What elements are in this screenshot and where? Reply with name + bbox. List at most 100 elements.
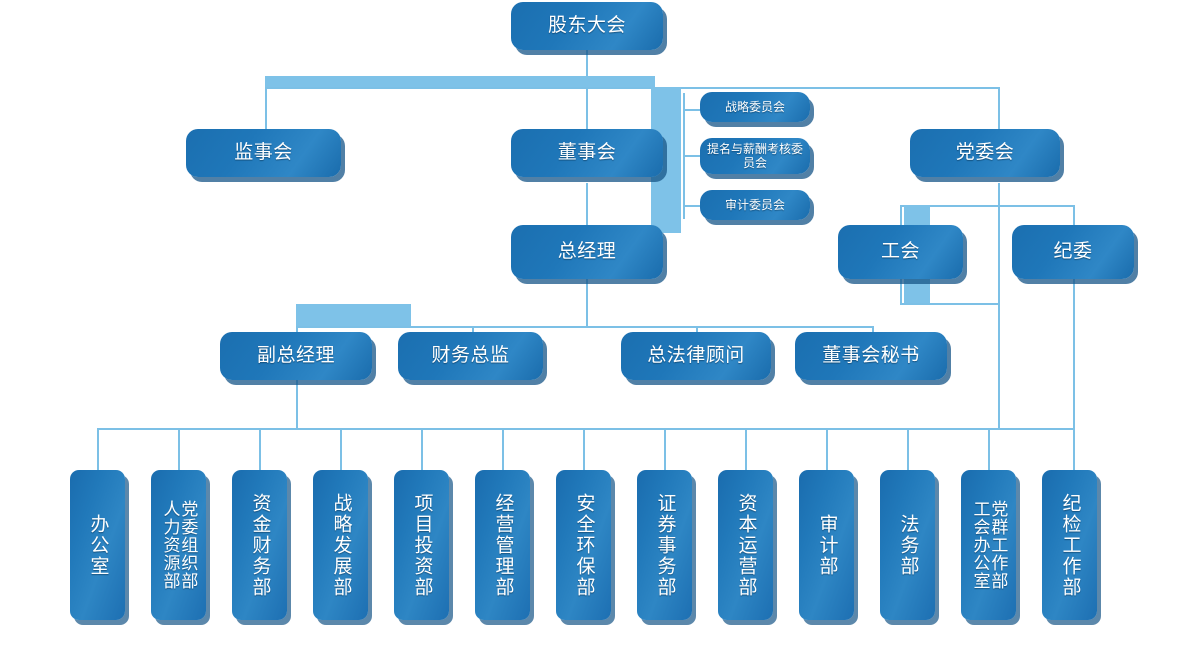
- department-label-wrap: 党委组织部人力资源部: [151, 470, 206, 620]
- node-department-operation-management[interactable]: 经营管理部: [475, 470, 530, 620]
- node-department-party-union-office[interactable]: 党群工作部工会办公室: [961, 470, 1016, 620]
- connector-riser-dept-5: [421, 428, 423, 470]
- node-cfo[interactable]: 财务总监: [398, 332, 543, 380]
- node-label: 董事会: [557, 141, 617, 163]
- connector-riser-dept-4: [340, 428, 342, 470]
- department-label-line: 经营管理部: [492, 492, 514, 598]
- node-label: 审计委员会: [724, 197, 785, 212]
- department-label-wrap: 党群工作部工会办公室: [961, 470, 1016, 620]
- connector-shareholders-stem: [586, 50, 588, 82]
- node-department-audit[interactable]: 审计部: [799, 470, 854, 620]
- connector-stub-nomination: [683, 155, 700, 157]
- department-label-line: 工会办公室: [970, 500, 990, 590]
- node-deputy-general-manager[interactable]: 副总经理: [220, 332, 372, 380]
- node-department-project-investment[interactable]: 项目投资部: [394, 470, 449, 620]
- connector-party-committee-down: [998, 183, 1000, 428]
- department-label-line: 办公室: [87, 513, 109, 577]
- connector-riser-dept-3: [259, 428, 261, 470]
- node-label: 党委会: [955, 141, 1015, 163]
- node-label: 董事会秘书: [822, 344, 920, 366]
- department-label-line: 资金财务部: [249, 492, 271, 598]
- department-label-line: 纪检工作部: [1059, 492, 1081, 598]
- node-board-secretary[interactable]: 董事会秘书: [795, 332, 947, 380]
- department-label-line: 资本运营部: [735, 492, 757, 598]
- node-strategy-committee[interactable]: 战略委员会: [700, 92, 810, 122]
- node-party-committee[interactable]: 党委会: [910, 129, 1060, 177]
- node-nomination-remuneration-committee[interactable]: 提名与薪酬考核委员会: [700, 138, 810, 174]
- node-audit-committee[interactable]: 审计委员会: [700, 190, 810, 220]
- node-department-safety-environment[interactable]: 安全环保部: [556, 470, 611, 620]
- connector-board-to-gm: [586, 183, 588, 225]
- node-label: 副总经理: [256, 344, 335, 366]
- department-label-wrap: 安全环保部: [556, 470, 611, 620]
- connector-riser-dept-2: [178, 428, 180, 470]
- department-label-wrap: 战略发展部: [313, 470, 368, 620]
- connector-riser-dept-10: [826, 428, 828, 470]
- connector-drop-supervisory: [265, 87, 267, 129]
- node-department-securities-affairs[interactable]: 证券事务部: [637, 470, 692, 620]
- connector-bus-departments: [97, 428, 1073, 430]
- connector-discipline-to-dept: [1073, 279, 1075, 470]
- node-label: 工会: [880, 240, 920, 262]
- department-label-line: 安全环保部: [573, 492, 595, 598]
- department-label-wrap: 经营管理部: [475, 470, 530, 620]
- connector-stub-strategy: [683, 109, 700, 111]
- connector-bus-level1: [265, 87, 1000, 89]
- connector-riser-dept-8: [664, 428, 666, 470]
- node-supervisory-board[interactable]: 监事会: [186, 129, 341, 177]
- node-department-capital-operation[interactable]: 资本运营部: [718, 470, 773, 620]
- connector-riser-dept-12: [988, 428, 990, 470]
- node-label: 提名与薪酬考核委员会: [706, 141, 803, 170]
- department-label-line: 项目投资部: [411, 492, 433, 598]
- connector-deputy-gm-down: [296, 380, 298, 428]
- node-label: 纪委: [1053, 240, 1093, 262]
- department-label-line: 人力资源部: [160, 500, 180, 590]
- department-label-wrap: 办公室: [70, 470, 125, 620]
- node-label: 总法律顾问: [647, 344, 745, 366]
- connector-bar-level4: [296, 304, 411, 328]
- connector-gm-down: [586, 279, 588, 327]
- connector-drop-board: [586, 87, 588, 129]
- node-department-office[interactable]: 办公室: [70, 470, 125, 620]
- connector-union-bottom: [900, 303, 1000, 305]
- connector-riser-dept-1: [97, 428, 99, 470]
- department-label-line: 战略发展部: [330, 492, 352, 598]
- department-label-line: 党群工作部: [988, 500, 1008, 590]
- node-board-of-directors[interactable]: 董事会: [511, 129, 663, 177]
- node-label: 总经理: [557, 240, 617, 262]
- node-discipline-committee[interactable]: 纪委: [1012, 225, 1134, 279]
- department-label-wrap: 资本运营部: [718, 470, 773, 620]
- node-department-discipline-inspection[interactable]: 纪检工作部: [1042, 470, 1097, 620]
- department-label-line: 证券事务部: [654, 492, 676, 598]
- department-label-wrap: 纪检工作部: [1042, 470, 1097, 620]
- department-label-line: 党委组织部: [178, 500, 198, 590]
- connector-bus-level4: [296, 326, 874, 328]
- department-label-wrap: 项目投资部: [394, 470, 449, 620]
- department-label-wrap: 审计部: [799, 470, 854, 620]
- connector-riser-dept-7: [583, 428, 585, 470]
- department-label-wrap: 证券事务部: [637, 470, 692, 620]
- connector-bar-level1: [265, 76, 655, 87]
- node-general-manager[interactable]: 总经理: [511, 225, 663, 279]
- connector-drop-union: [900, 205, 902, 225]
- connector-riser-dept-6: [502, 428, 504, 470]
- node-general-counsel[interactable]: 总法律顾问: [621, 332, 771, 380]
- node-label: 股东大会: [547, 14, 626, 36]
- node-department-funds-finance[interactable]: 资金财务部: [232, 470, 287, 620]
- connector-drop-party-committee: [998, 87, 1000, 129]
- department-label-line: 法务部: [897, 513, 919, 577]
- connector-stub-audit: [683, 205, 700, 207]
- department-label-wrap: 法务部: [880, 470, 935, 620]
- node-shareholders-meeting[interactable]: 股东大会: [511, 2, 663, 50]
- connector-bus-union-discipline: [900, 205, 1074, 207]
- node-department-party-org-hr[interactable]: 党委组织部人力资源部: [151, 470, 206, 620]
- department-label-line: 审计部: [816, 513, 838, 577]
- node-label: 监事会: [234, 141, 293, 163]
- connector-riser-dept-9: [745, 428, 747, 470]
- node-department-legal[interactable]: 法务部: [880, 470, 935, 620]
- node-label: 财务总监: [431, 344, 510, 366]
- node-label: 战略委员会: [724, 99, 785, 114]
- node-labor-union[interactable]: 工会: [838, 225, 963, 279]
- node-department-strategy-development[interactable]: 战略发展部: [313, 470, 368, 620]
